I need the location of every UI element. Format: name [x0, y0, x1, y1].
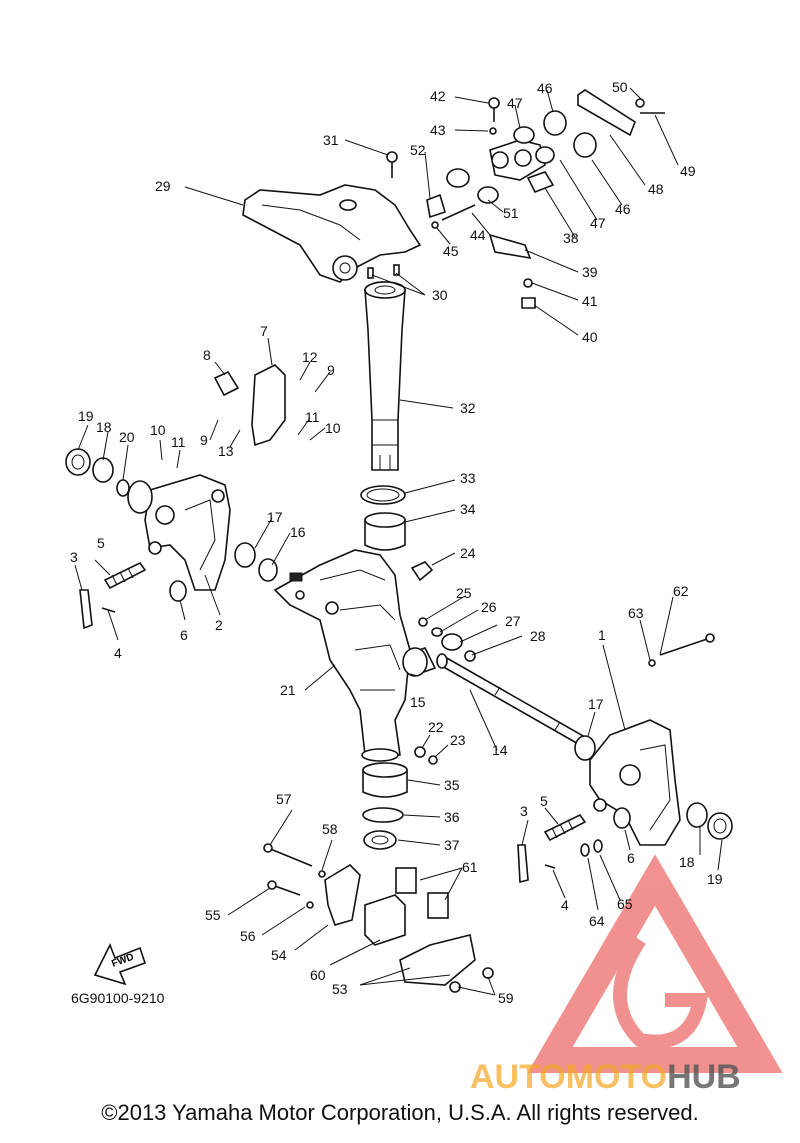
part-label-24: 24 [460, 545, 476, 561]
steering-arm [242, 184, 422, 283]
part-label-34: 34 [460, 501, 476, 517]
part-label-11a: 11 [171, 434, 186, 450]
part-label-19b: 19 [707, 871, 723, 887]
clamp-bracket-left [127, 474, 231, 591]
part-label-33: 33 [460, 470, 476, 486]
part-label-38: 38 [563, 230, 579, 246]
part-labels: 1 2 3 3 4 4 5 5 6 6 7 8 9 9 10 10 11 11 … [70, 79, 723, 1006]
part-label-31: 31 [323, 132, 339, 148]
part-label-22: 22 [428, 719, 444, 735]
part-label-4b: 4 [561, 897, 569, 913]
part-label-44: 44 [470, 227, 486, 243]
part-label-21: 21 [280, 682, 296, 698]
part-label-47b: 47 [590, 215, 606, 231]
part-label-5a: 5 [97, 535, 105, 551]
part-label-17b: 17 [588, 696, 604, 712]
watermark-text: AUTOMOTOHUB [470, 1058, 741, 1096]
part-label-9b: 9 [200, 432, 208, 448]
part-label-48: 48 [648, 181, 664, 197]
part-label-26: 26 [481, 599, 497, 615]
part-label-9a: 9 [327, 362, 335, 378]
part-label-15: 15 [410, 694, 426, 710]
part-label-4a: 4 [114, 645, 122, 661]
leader-lines [74, 87, 723, 996]
part-label-2: 2 [215, 617, 223, 633]
part-label-62: 62 [673, 583, 689, 599]
part-label-28: 28 [530, 628, 546, 644]
part-label-10b: 10 [325, 420, 341, 436]
swivel-bracket [273, 549, 411, 762]
part-label-41: 41 [582, 293, 598, 309]
part-label-51: 51 [503, 205, 519, 221]
part-label-58: 58 [322, 821, 338, 837]
part-label-59: 59 [498, 990, 514, 1006]
part-label-27: 27 [505, 613, 521, 629]
part-label-14: 14 [492, 742, 508, 758]
part-label-52: 52 [410, 142, 426, 158]
part-label-18b: 18 [679, 854, 695, 870]
part-label-35: 35 [444, 777, 460, 793]
part-label-57: 57 [276, 791, 292, 807]
part-label-3a: 3 [70, 549, 78, 565]
small-parts [65, 89, 733, 993]
steering-shaft [364, 264, 406, 471]
part-label-23: 23 [450, 732, 466, 748]
part-label-6a: 6 [180, 627, 188, 643]
watermark-logo-icon [527, 854, 783, 1073]
part-label-37: 37 [444, 837, 460, 853]
part-label-19a: 19 [78, 408, 94, 424]
part-label-12: 12 [302, 349, 318, 365]
part-label-10a: 10 [150, 422, 166, 438]
part-label-54: 54 [271, 947, 287, 963]
part-label-53: 53 [332, 981, 348, 997]
part-label-49: 49 [680, 163, 696, 179]
part-label-65: 65 [617, 896, 633, 912]
part-label-32: 32 [460, 400, 476, 416]
part-label-1: 1 [598, 627, 606, 643]
part-label-39: 39 [582, 264, 598, 280]
part-label-8: 8 [203, 347, 211, 363]
part-label-3b: 3 [520, 803, 528, 819]
part-label-43: 43 [430, 122, 446, 138]
part-label-45: 45 [443, 243, 459, 259]
copyright-notice: ©2013 Yamaha Motor Corporation, U.S.A. A… [101, 1100, 699, 1125]
clamp-bracket-right [589, 719, 681, 846]
part-label-56: 56 [240, 928, 256, 944]
part-label-64: 64 [589, 913, 605, 929]
part-label-36: 36 [444, 809, 460, 825]
part-label-5b: 5 [540, 793, 548, 809]
part-label-46b: 46 [615, 201, 631, 217]
part-label-47a: 47 [507, 95, 523, 111]
part-label-42: 42 [430, 88, 446, 104]
part-label-16: 16 [290, 524, 306, 540]
part-label-11b: 11 [305, 409, 320, 425]
part-label-20: 20 [119, 429, 135, 445]
part-label-40: 40 [582, 329, 598, 345]
part-label-60: 60 [310, 967, 326, 983]
part-label-13: 13 [218, 443, 234, 459]
part-label-50: 50 [612, 79, 628, 95]
part-label-46a: 46 [537, 80, 553, 96]
part-label-30: 30 [432, 287, 448, 303]
part-label-29: 29 [155, 178, 171, 194]
part-label-55: 55 [205, 907, 221, 923]
part-label-18a: 18 [96, 419, 112, 435]
part-label-25: 25 [456, 585, 472, 601]
part-label-63: 63 [628, 605, 644, 621]
part-label-61: 61 [462, 859, 478, 875]
diagram-code: 6G90100-9210 [71, 990, 165, 1006]
part-label-6b: 6 [627, 850, 635, 866]
part-label-17a: 17 [267, 509, 283, 525]
part-label-7: 7 [260, 323, 268, 339]
